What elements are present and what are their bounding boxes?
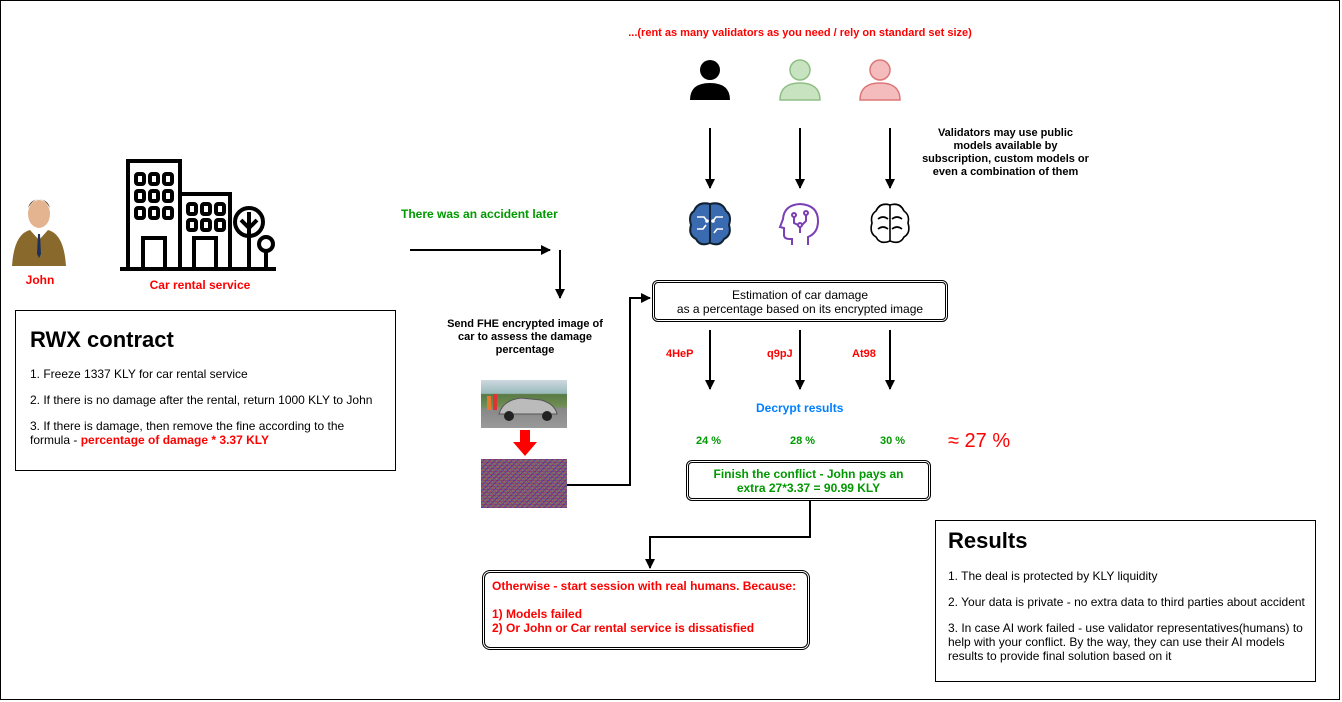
encrypted-result-2: q9pJ: [767, 348, 793, 360]
otherwise-box: Otherwise - start session with real huma…: [482, 570, 810, 650]
percent-2: 28 %: [790, 435, 816, 447]
validators-note: Validators may use public models availab…: [922, 127, 1089, 178]
contract-item-1: 1. Freeze 1337 KLY for car rental servic…: [30, 367, 248, 381]
encrypted-result-1: 4HeP: [666, 348, 694, 360]
rental-label: Car rental service: [149, 278, 251, 292]
results-item-2: 2. Your data is private - no extra data …: [948, 595, 1305, 609]
otherwise-line-1: Otherwise - start session with real huma…: [492, 579, 797, 593]
finish-line-1: Finish the conflict - John pays an: [713, 467, 904, 481]
brain-circuit-icon: [689, 202, 731, 246]
brain-outline-icon: [870, 203, 910, 244]
decrypt-label: Decrypt results: [756, 401, 844, 415]
encrypted-noise-image: [481, 459, 567, 508]
otherwise-line-3: 2) Or John or Car rental service is diss…: [492, 621, 755, 635]
results-item-1: 1. The deal is protected by KLY liquidit…: [948, 569, 1158, 583]
user-icon: [779, 59, 821, 101]
damaged-car-photo: [481, 380, 567, 428]
contract-item-2: 2. If there is no damage after the renta…: [30, 393, 373, 407]
damage-formula: percentage of damage * 3.37 KLY: [80, 433, 269, 447]
contract-item-3: 3. If there is damage, then remove the f…: [30, 419, 381, 447]
accident-label: There was an accident later: [401, 207, 558, 221]
contract-title: RWX contract: [30, 327, 174, 352]
otherwise-line-2: 1) Models failed: [492, 607, 583, 621]
contract-item-3-text: 3. If there is damage, then remove the f…: [30, 419, 345, 447]
estimation-line-1: Estimation of car damage: [731, 288, 869, 302]
results-box: Results 1. The deal is protected by KLY …: [935, 520, 1316, 682]
user-icon: [690, 60, 730, 100]
finish-box: Finish the conflict - John pays an extra…: [686, 460, 931, 501]
estimation-line-2: as a percentage based on its encrypted i…: [676, 302, 924, 316]
red-arrow-icon: [513, 430, 537, 456]
arrow-finish-to-otherwise: [645, 501, 811, 569]
percent-3: 30 %: [880, 435, 906, 447]
results-item-3: 3. In case AI work failed - use validato…: [948, 621, 1303, 663]
user-icon: [859, 59, 901, 101]
percent-1: 24 %: [696, 435, 722, 447]
john-label: John: [25, 273, 55, 287]
finish-line-2: extra 27*3.37 = 90.99 KLY: [736, 481, 881, 495]
estimation-box: Estimation of car damage as a percentage…: [652, 280, 948, 322]
validators-header: ...(rent as many validators as you need …: [628, 27, 972, 39]
contract-box: RWX contract 1. Freeze 1337 KLY for car …: [15, 310, 396, 471]
encrypted-result-3: At98: [852, 348, 876, 360]
city-buildings-icon: [120, 159, 276, 271]
businessman-icon: [12, 199, 66, 266]
approx-result: ≈ 27 %: [948, 430, 1011, 452]
arrow-encrypted-to-estimation: [567, 293, 651, 486]
ai-head-icon: [778, 202, 820, 245]
results-title: Results: [948, 528, 1028, 553]
send-fhe-label: Send FHE encrypted image of car to asses…: [447, 318, 603, 356]
